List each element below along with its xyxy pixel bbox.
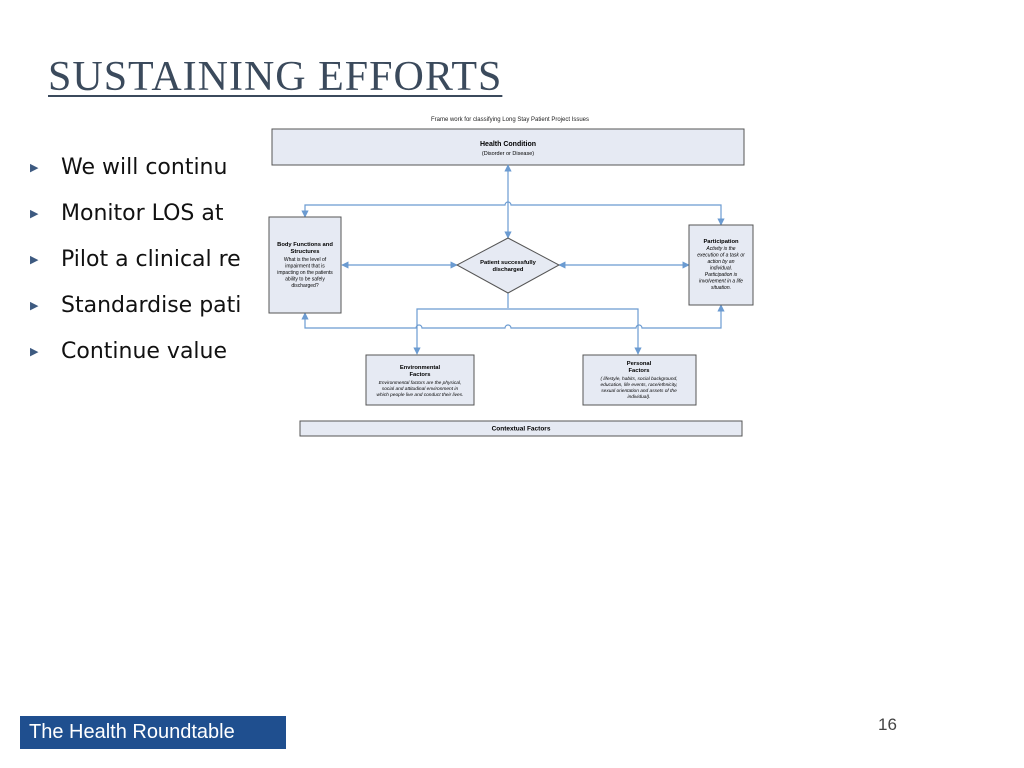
slide-number: 16: [878, 715, 897, 734]
personal-title: Factors: [629, 368, 650, 374]
health-condition-subtitle: (Disorder or Disease): [482, 151, 534, 157]
bullet-text: Pilot a clinical re: [61, 247, 241, 272]
personal-factors-box: Personal Factors ( lifestyle, habits, so…: [582, 354, 697, 406]
body-functions-text: What is the level of: [284, 257, 327, 263]
bullet-item: ▶ We will continu: [30, 145, 275, 191]
bullet-item: ▶ Monitor LOS at: [30, 191, 275, 237]
body-functions-text: impairment that is: [285, 264, 325, 270]
participation-text: Participation is: [705, 272, 738, 278]
bullet-item: ▶ Continue value: [30, 329, 275, 375]
bullet-arrow-icon: ▶: [30, 253, 39, 266]
participation-text: execution of a task or: [697, 253, 745, 259]
contextual-factors-bar: Contextual Factors: [299, 420, 743, 437]
participation-box: Participation Activity is the execution …: [688, 224, 754, 306]
personal-title: Personal: [627, 361, 652, 367]
participation-text: involvement in a life: [699, 279, 743, 285]
bullet-arrow-icon: ▶: [30, 345, 39, 358]
body-functions-title: Structures: [291, 249, 320, 255]
participation-text: situation.: [711, 285, 731, 291]
diamond-text: Patient successfully: [480, 260, 537, 266]
bullet-arrow-icon: ▶: [30, 299, 39, 312]
bullet-text: Standardise pati: [61, 293, 242, 318]
environmental-title: Factors: [410, 372, 431, 378]
personal-text: ( lifestyle, habits, social background,: [600, 376, 677, 382]
bullet-text: Continue value: [61, 339, 228, 364]
body-functions-box: Body Functions and Structures What is th…: [268, 216, 342, 314]
environmental-text: Environmental factors are the physical,: [379, 380, 462, 386]
body-functions-text: ability to be safely: [285, 277, 325, 283]
body-functions-title: Body Functions and: [277, 242, 333, 248]
bullet-list: ▶ We will continu ▶ Monitor LOS at ▶ Pilot …: [30, 145, 275, 375]
personal-text: sexual orientation and assets of the: [601, 388, 677, 394]
participation-text: individual.: [710, 266, 732, 272]
participation-text: action by an: [708, 259, 735, 265]
contextual-factors-label: Contextual Factors: [492, 426, 551, 433]
health-condition-box: Health Condition (Disorder or Disease): [271, 128, 745, 166]
body-functions-text: impacting on the patients: [277, 270, 333, 276]
slide-title: SUSTAINING EFFORTS: [48, 54, 503, 100]
environmental-text: social and attitudinal environment in: [382, 386, 459, 392]
participation-text: Activity is the: [705, 246, 735, 252]
diagram-connectors: [301, 164, 725, 355]
icf-framework-diagram: Frame work for classifying Long Stay Pat…: [262, 108, 760, 443]
bullet-item: ▶ Pilot a clinical re: [30, 237, 275, 283]
environmental-title: Environmental: [400, 365, 441, 371]
personal-text: education, life events, race/ethnicity,: [601, 382, 678, 388]
health-condition-title: Health Condition: [480, 141, 536, 148]
patient-discharged-diamond: Patient successfully discharged: [455, 237, 561, 294]
diagram-caption: Frame work for classifying Long Stay Pat…: [431, 117, 589, 123]
environmental-factors-box: Environmental Factors Environmental fact…: [365, 354, 475, 406]
participation-title: Participation: [703, 239, 739, 245]
bullet-text: Monitor LOS at: [61, 201, 224, 226]
health-roundtable-logo: The Health Roundtable: [20, 716, 286, 749]
body-functions-text: discharged?: [291, 283, 318, 289]
diamond-text: discharged: [493, 267, 524, 273]
bullet-arrow-icon: ▶: [30, 207, 39, 220]
bullet-text: We will continu: [61, 155, 228, 180]
environmental-text: which people live and conduct their live…: [377, 392, 464, 398]
bullet-arrow-icon: ▶: [30, 161, 39, 174]
personal-text: individual).: [628, 394, 651, 400]
bullet-item: ▶ Standardise pati: [30, 283, 275, 329]
